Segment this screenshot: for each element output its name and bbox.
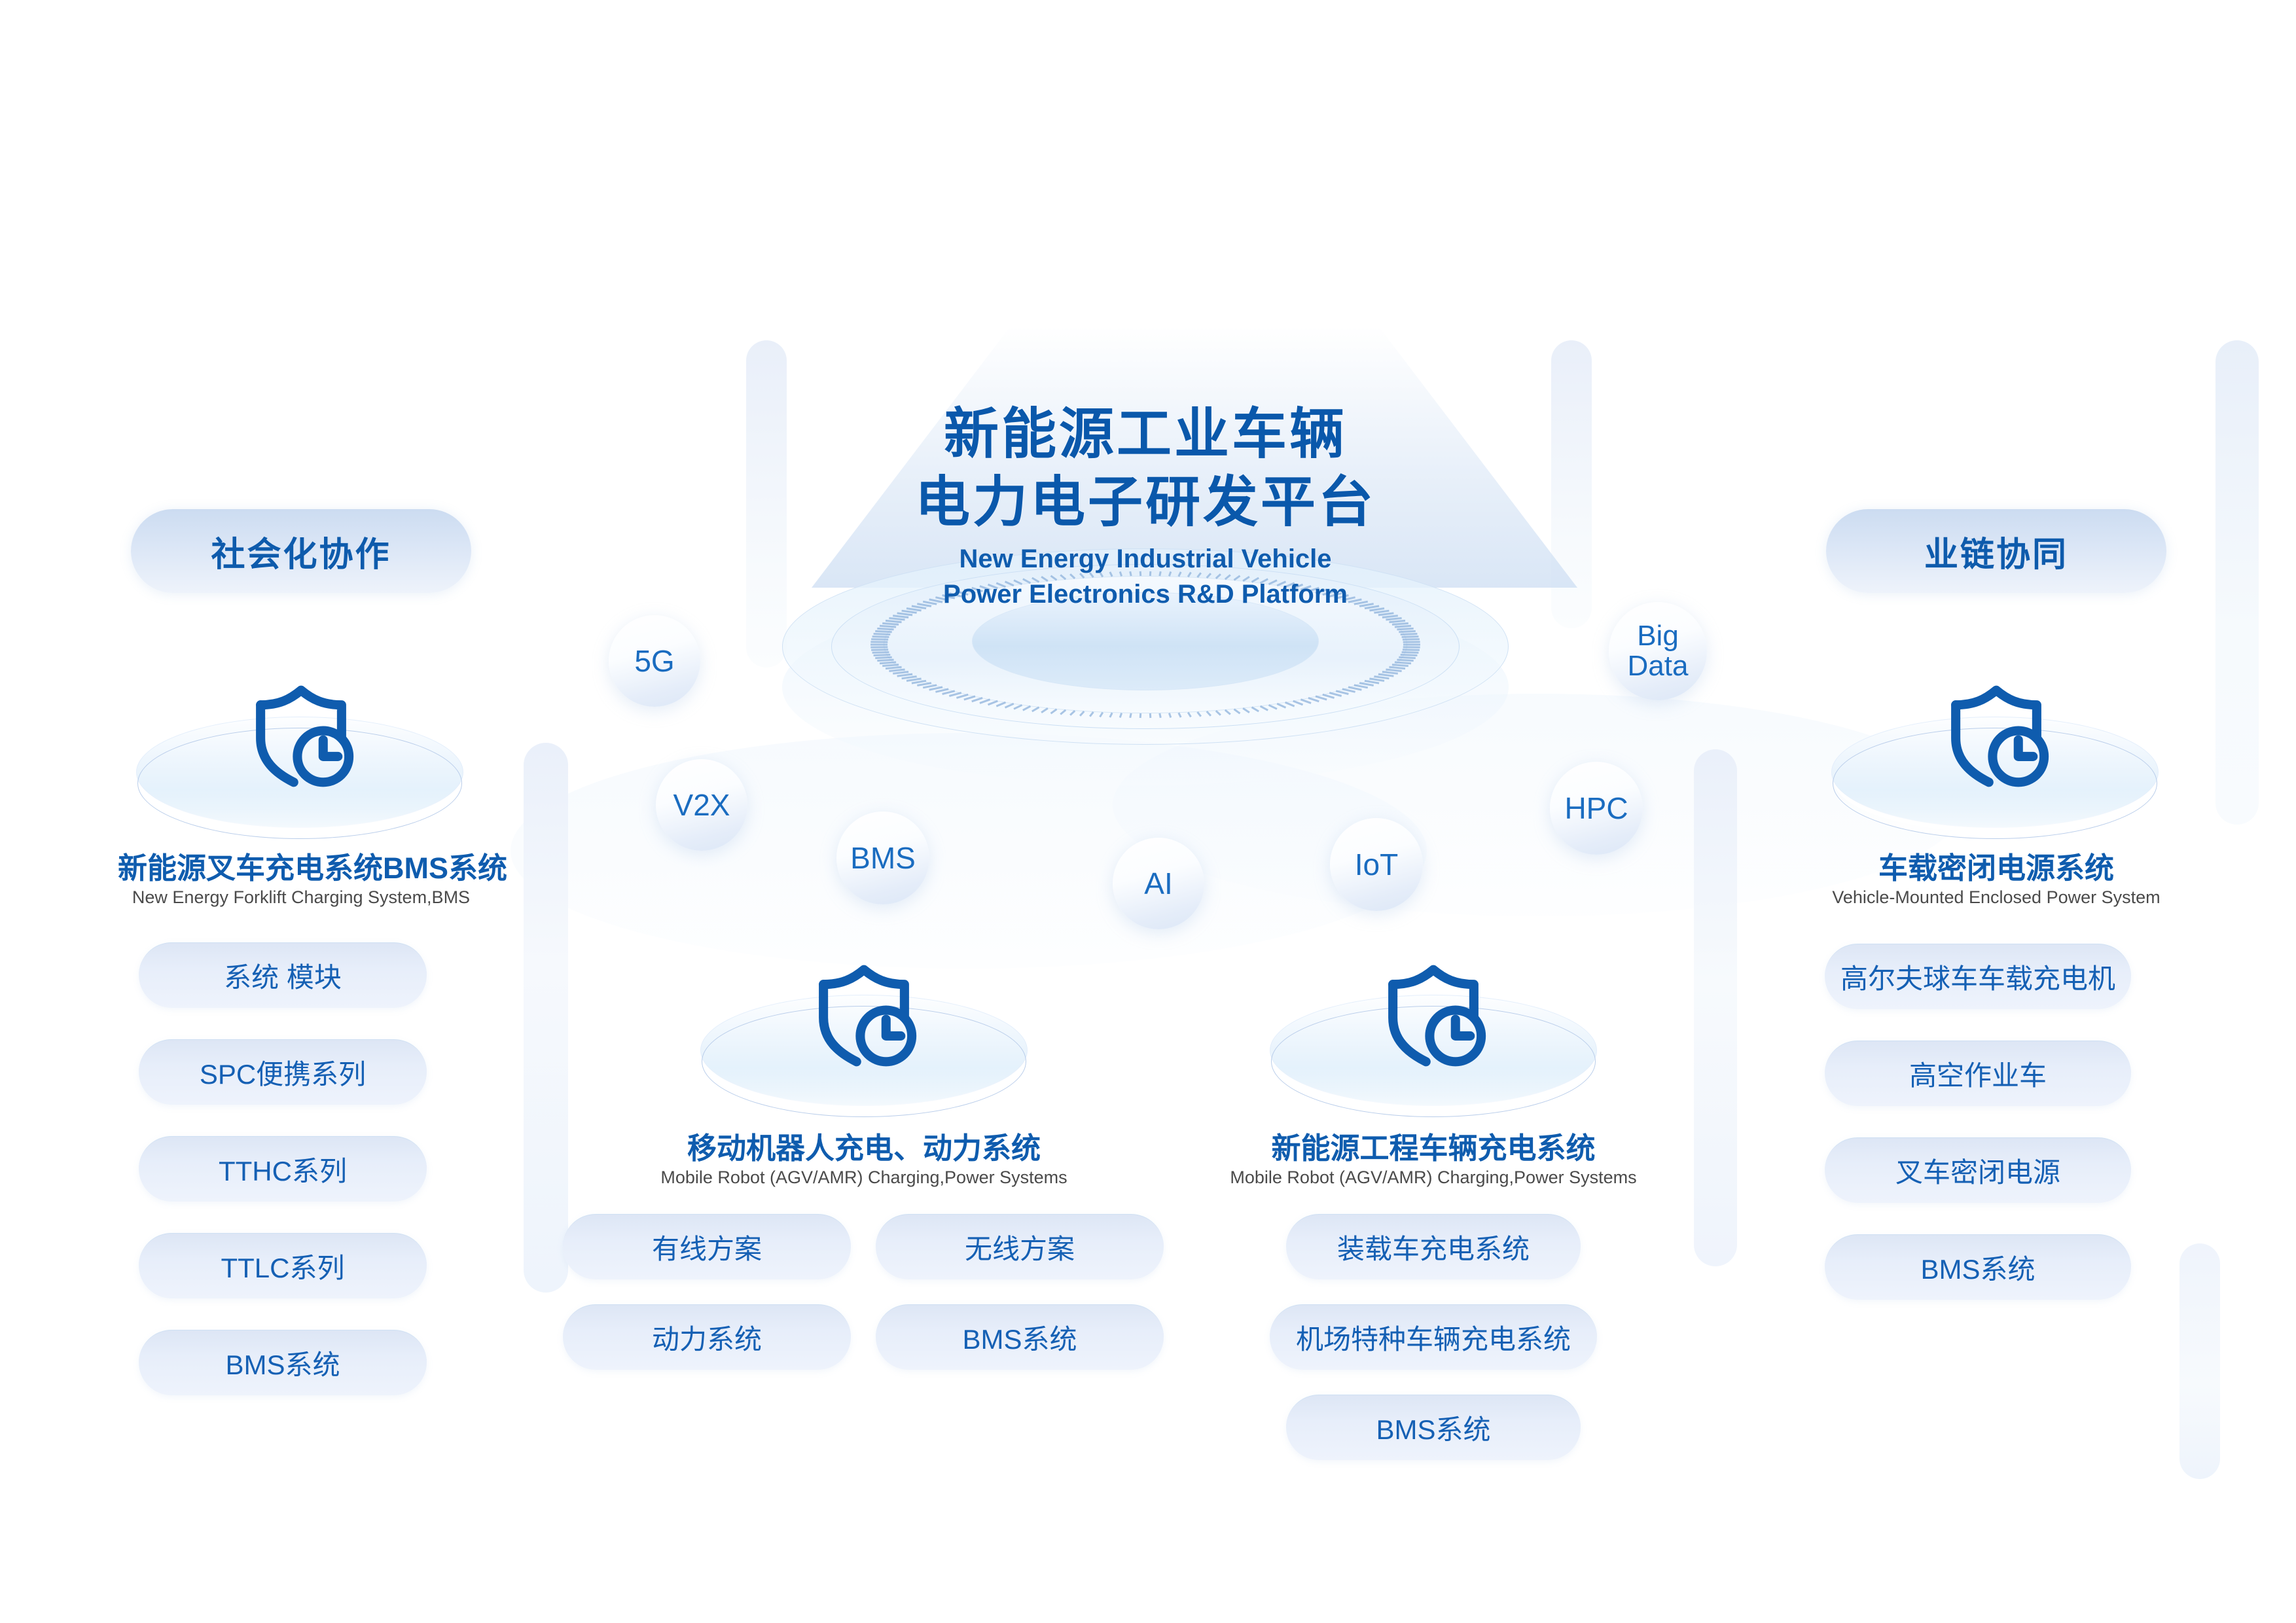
bubble-iot-label: IoT (1354, 847, 1399, 882)
group-center-left-tag-0-label: 有线方案 (651, 1234, 762, 1264)
bubble-hpc[interactable]: HPC (1550, 762, 1643, 855)
group-left-tag-4-label: BMS系统 (225, 1349, 340, 1380)
decor-bar-right-edge (2215, 340, 2259, 825)
bubble-ai[interactable]: AI (1113, 838, 1204, 929)
group-right-tag-1-label: 高空作业车 (1909, 1060, 2047, 1091)
main-title-line2: 电力电子研发平台 (914, 471, 1376, 533)
header-pill-right[interactable]: 业链协同 (1826, 509, 2166, 593)
main-title-line1: 新能源工业车辆 (943, 403, 1347, 465)
platform-subtitle-line1: New Energy Industrial Vehicle (959, 544, 1332, 573)
group-right: 车载密闭电源系统 Vehicle-Mounted Enclosed Power … (1813, 685, 2179, 1361)
group-center-left-tag-1[interactable]: 无线方案 (876, 1214, 1164, 1279)
decor-bar-center (1694, 749, 1737, 1266)
central-platform: New Energy Industrial Vehicle Power Elec… (769, 524, 1522, 864)
bubble-ai-label: AI (1144, 866, 1173, 901)
group-center-right-tag-2-label: BMS系统 (1376, 1414, 1491, 1445)
group-center-left-subtitle: Mobile Robot (AGV/AMR) Charging,Power Sy… (660, 1168, 1067, 1187)
group-left-tag-0-label: 系统 模块 (224, 962, 342, 993)
group-center-left-tag-0[interactable]: 有线方案 (563, 1214, 851, 1279)
bubble-5g[interactable]: 5G (609, 615, 700, 707)
bubble-iot[interactable]: IoT (1330, 818, 1423, 911)
group-right-tag-2[interactable]: 叉车密闭电源 (1825, 1137, 2131, 1203)
bubble-bigdata-label-line2: Data (1627, 650, 1689, 682)
group-center-left-tag-2[interactable]: 动力系统 (563, 1304, 851, 1370)
decor-bar-left-outer (524, 743, 568, 1293)
group-left-tag-2[interactable]: TTHC系列 (139, 1136, 427, 1202)
group-center-right-subtitle: Mobile Robot (AGV/AMR) Charging,Power Sy… (1230, 1168, 1637, 1187)
group-right-tag-3[interactable]: BMS系统 (1825, 1234, 2131, 1300)
group-center-right-tag-1-label: 机场特种车辆充电系统 (1295, 1324, 1571, 1355)
group-center-left-tag-3-label: BMS系统 (962, 1324, 1077, 1355)
group-right-tag-3-label: BMS系统 (1920, 1254, 2036, 1285)
header-pill-left-label: 社会化协作 (211, 535, 391, 574)
group-right-tag-1[interactable]: 高空作业车 (1825, 1041, 2131, 1106)
group-left-tag-3-label: TTLC系列 (221, 1253, 345, 1283)
bubble-bms-label: BMS (850, 840, 916, 875)
bubble-5g-label: 5G (634, 643, 675, 678)
group-left-title: 新能源叉车充电系统BMS系统 (118, 851, 507, 885)
shield-clock-icon (256, 685, 354, 787)
bubble-bigdata[interactable]: Big Data (1609, 602, 1707, 700)
group-center-left-tag-2-label: 动力系统 (651, 1324, 762, 1355)
group-right-subtitle: Vehicle-Mounted Enclosed Power System (1832, 887, 2161, 907)
group-center-right: 新能源工程车辆充电系统 Mobile Robot (AGV/AMR) Charg… (1106, 916, 1761, 1479)
platform-tick-ring (870, 571, 1420, 719)
group-right-tag-0[interactable]: 高尔夫球车车载充电机 (1825, 944, 2131, 1009)
group-right-disc (1831, 717, 2159, 839)
group-right-tag-0-label: 高尔夫球车车载充电机 (1840, 963, 2115, 994)
bubble-v2x[interactable]: V2X (656, 759, 747, 851)
group-left-tag-1[interactable]: SPC便携系列 (139, 1039, 427, 1105)
group-left: 新能源叉车充电系统BMS系统 New Energy Forklift Charg… (118, 685, 507, 1400)
group-center-left-tag-1-label: 无线方案 (964, 1234, 1075, 1264)
group-left-disc-rim (137, 728, 462, 839)
group-left-tag-3[interactable]: TTLC系列 (139, 1233, 427, 1298)
shield-clock-icon (819, 965, 917, 1067)
bubble-v2x-label: V2X (673, 787, 730, 822)
bubble-bms[interactable]: BMS (836, 812, 929, 904)
group-center-right-tag-2[interactable]: BMS系统 (1286, 1395, 1581, 1460)
shield-clock-icon (1951, 685, 2049, 787)
group-center-right-tag-1[interactable]: 机场特种车辆充电系统 (1270, 1304, 1597, 1370)
platform-subtitle-line2: Power Electronics R&D Platform (943, 580, 1348, 609)
platform-core-dome (972, 592, 1319, 690)
group-center-right-tag-0[interactable]: 装载车充电系统 (1286, 1214, 1581, 1279)
group-left-tag-0[interactable]: 系统 模块 (139, 942, 427, 1008)
decor-bar-topleft (746, 340, 787, 668)
group-center-right-disc (1270, 995, 1597, 1117)
decor-bar-right-lower (2179, 1243, 2220, 1479)
group-left-tag-2-label: TTHC系列 (219, 1156, 347, 1186)
group-center-left: 移动机器人充电、动力系统 Mobile Robot (AGV/AMR) Char… (537, 916, 1191, 1400)
group-left-subtitle: New Energy Forklift Charging System,BMS (132, 887, 471, 907)
bubble-hpc-label: HPC (1564, 791, 1628, 825)
group-left-tag-4[interactable]: BMS系统 (139, 1330, 427, 1395)
group-center-left-tag-3[interactable]: BMS系统 (876, 1304, 1164, 1370)
header-pill-left[interactable]: 社会化协作 (131, 509, 471, 593)
bubble-bigdata-label-line1: Big (1637, 619, 1679, 652)
group-left-disc (136, 717, 463, 839)
group-center-right-title: 新能源工程车辆充电系统 (1271, 1132, 1596, 1165)
group-left-tag-1-label: SPC便携系列 (199, 1059, 367, 1090)
group-right-tag-2-label: 叉车密闭电源 (1895, 1157, 2060, 1188)
group-right-title: 车载密闭电源系统 (1878, 851, 2114, 885)
group-center-left-title: 移动机器人充电、动力系统 (687, 1132, 1041, 1165)
shield-clock-icon (1388, 965, 1486, 1067)
header-pill-right-label: 业链协同 (1924, 535, 2068, 574)
group-center-right-tag-0-label: 装载车充电系统 (1336, 1234, 1530, 1264)
